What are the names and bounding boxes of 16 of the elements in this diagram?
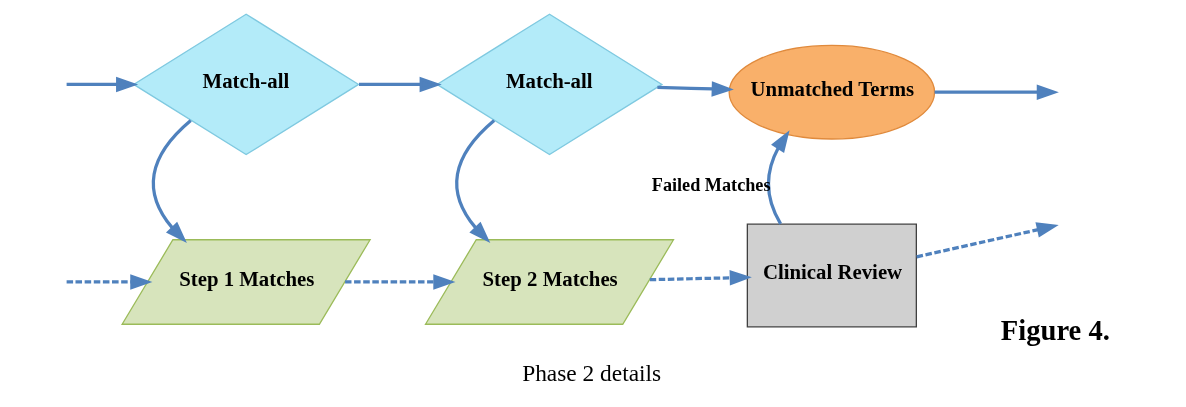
arrow: [359, 76, 442, 92]
arrow: [766, 129, 790, 225]
node-diamond: Match-all: [132, 12, 360, 155]
arrow: [934, 83, 1059, 100]
arrow: [66, 76, 139, 92]
arrow: [455, 118, 496, 243]
arrow: [657, 80, 734, 97]
caption: Phase 2 details: [522, 359, 662, 386]
arrow: [151, 118, 192, 243]
arrow: [916, 221, 1059, 258]
label: Figure 4.: [1000, 314, 1110, 346]
arrow: [345, 273, 456, 290]
node-ellipse: Unmatched Terms: [728, 44, 936, 140]
arrow: [66, 273, 153, 290]
arrow: [649, 269, 752, 286]
node-box: Clinical Review: [746, 223, 917, 327]
